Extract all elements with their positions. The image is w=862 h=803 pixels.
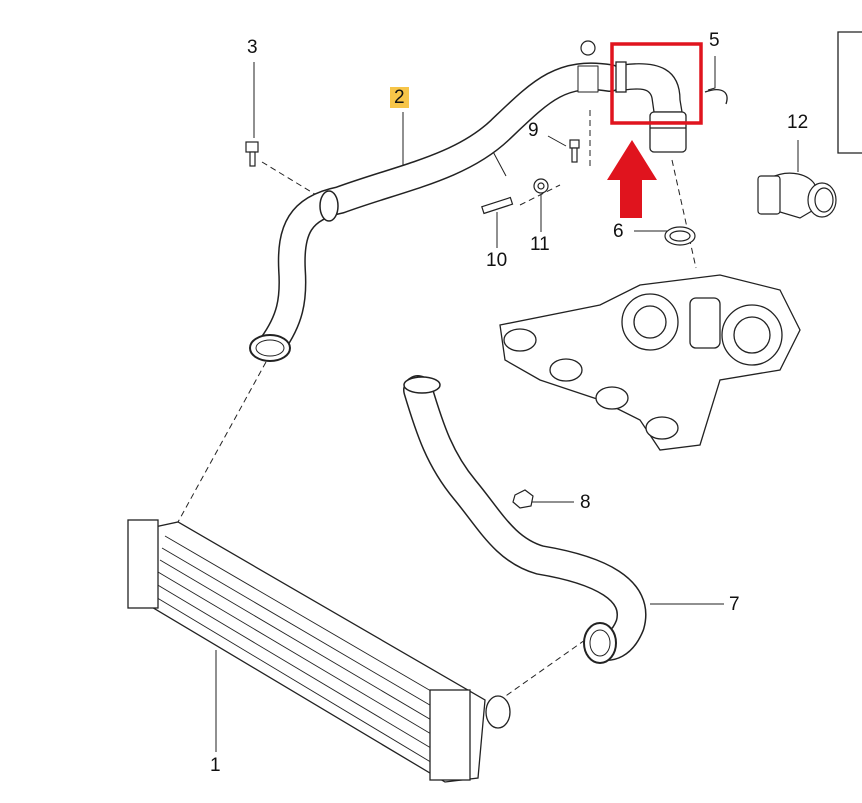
callout-1: 1 [210, 755, 221, 776]
leader-9 [547, 135, 567, 147]
intercooler-part-1 [127, 519, 511, 783]
bolt-3 [245, 141, 259, 153]
bolt-9 [569, 139, 580, 149]
hose-part-2 [249, 62, 624, 362]
callout-6: 6 [613, 221, 624, 242]
red-arrow-icon [607, 140, 657, 218]
elbow-connector [615, 61, 728, 153]
callout-7: 7 [729, 594, 740, 615]
stud-10 [481, 196, 514, 215]
callout-11: 11 [530, 234, 550, 255]
callout-2-highlighted: 2 [390, 87, 409, 108]
callout-10: 10 [486, 250, 508, 271]
callout-9: 9 [528, 120, 539, 141]
callout-12: 12 [787, 112, 809, 133]
highlight-box [610, 42, 703, 125]
part-12 [757, 172, 837, 219]
callout-8: 8 [580, 492, 591, 513]
leader-5 [707, 56, 716, 91]
nut-8 [512, 489, 534, 509]
callout-5: 5 [709, 30, 720, 51]
hose-part-7 [403, 375, 647, 664]
callout-3: 3 [247, 37, 258, 58]
turbocharger-manifold [499, 274, 801, 451]
